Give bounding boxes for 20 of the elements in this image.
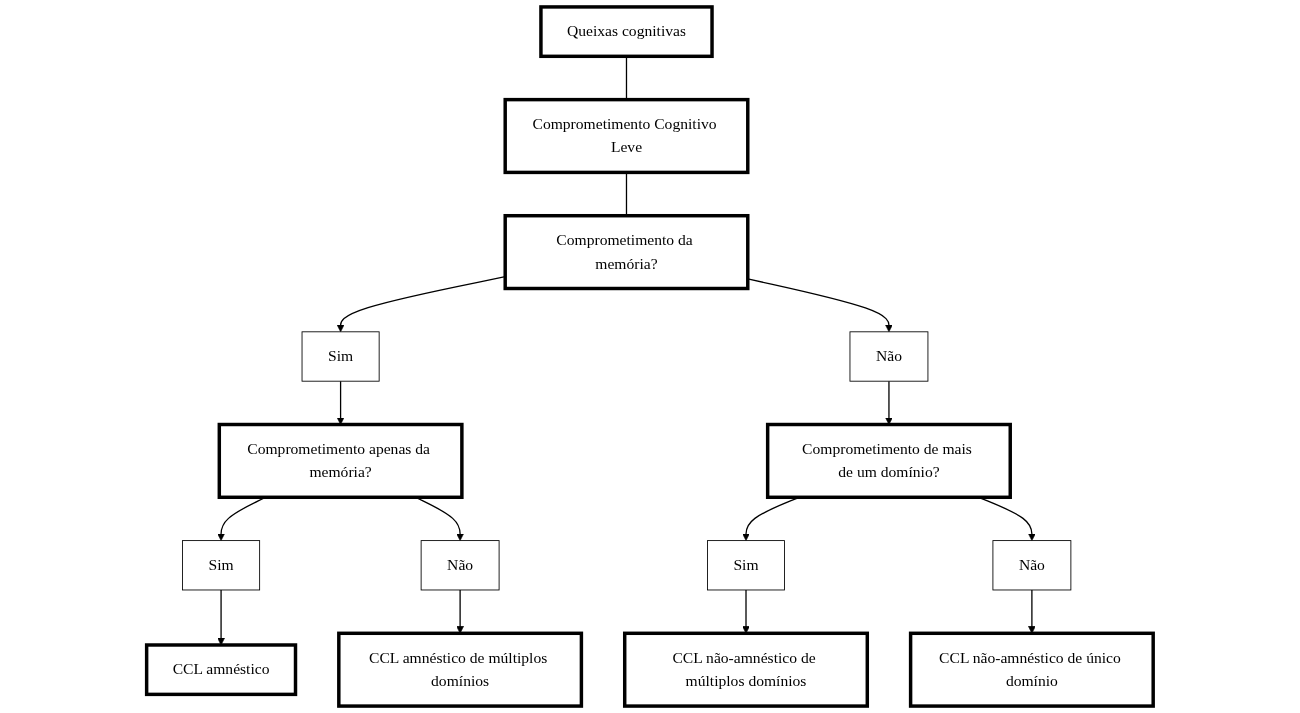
arrow	[742, 589, 750, 634]
node-box: Não	[420, 540, 500, 591]
node-box: CCL amnéstico de múltiplos domínios	[337, 631, 584, 708]
node-box: Não	[992, 540, 1072, 591]
arrow	[1028, 589, 1036, 634]
node-box: Comprometimento de mais de um domínio?	[766, 422, 1013, 499]
node-box: Comprometimento Cognitivo Leve	[503, 97, 750, 175]
arrow	[885, 380, 893, 425]
node-box: CCL não-amnéstico de único domínio	[908, 631, 1155, 708]
node-box: CCL amnéstico	[145, 643, 298, 697]
node-box: Não	[849, 331, 929, 382]
arrow	[336, 380, 345, 425]
node-box: Comprometimento apenas da memória?	[217, 422, 464, 499]
node-box: Sim	[707, 540, 786, 591]
node-box: CCL não-amnéstico de múltiplos domínios	[623, 631, 870, 708]
node-box: Sim	[301, 331, 380, 382]
arrow	[456, 589, 464, 634]
node-box: Sim	[182, 540, 261, 591]
node-box: Comprometimento da memória?	[503, 214, 750, 291]
node-box: Queixas cognitivas	[539, 5, 714, 59]
